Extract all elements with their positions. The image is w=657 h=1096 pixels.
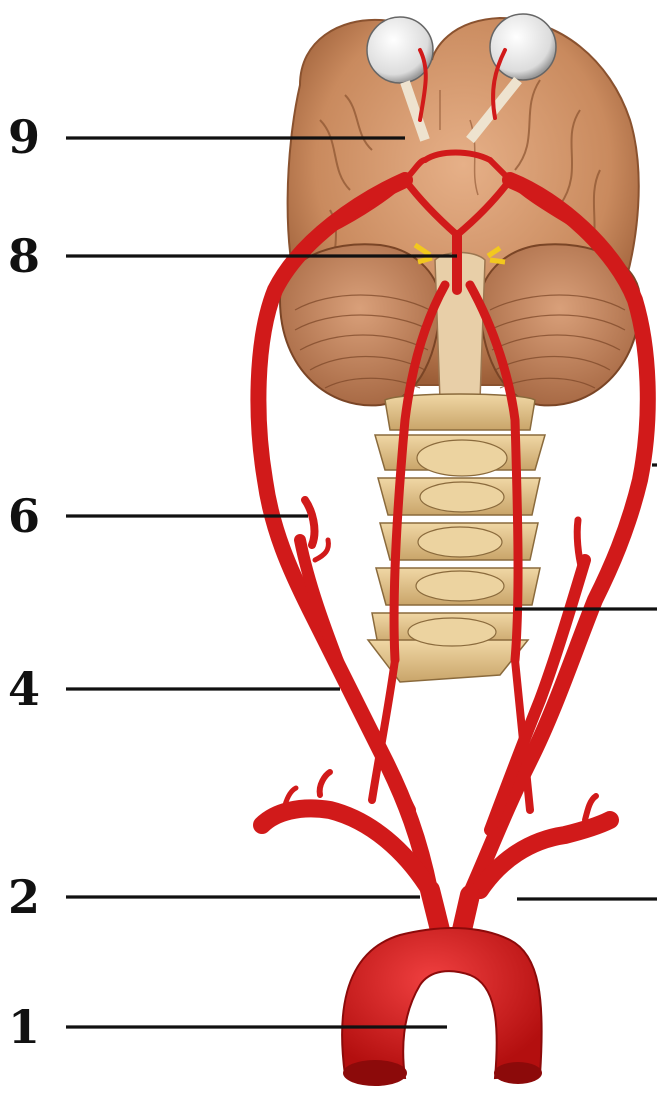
label-2: 2	[8, 870, 40, 924]
left-eye	[367, 17, 433, 83]
label-1: 1	[8, 1000, 40, 1054]
label-8: 8	[8, 229, 40, 283]
label-6: 6	[8, 489, 40, 543]
label-numbers: 9 8 6 4 2 1	[8, 110, 40, 1054]
label-4: 4	[8, 662, 40, 716]
label-9: 9	[8, 110, 40, 164]
right-eye	[490, 14, 556, 80]
aortic-arch	[342, 928, 542, 1086]
